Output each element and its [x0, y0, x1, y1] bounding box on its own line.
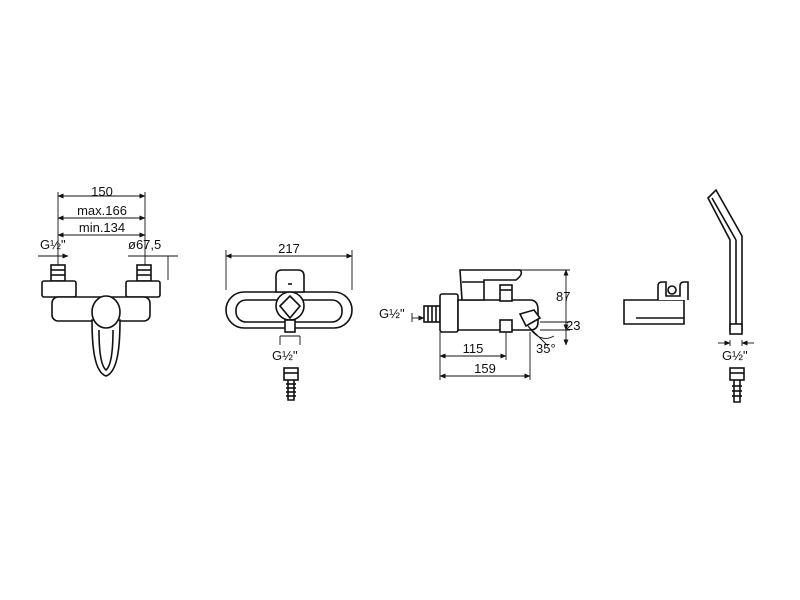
- thread-label-front: G½": [40, 237, 66, 252]
- dim-spout-height-23: 23: [566, 318, 580, 333]
- mixer-top-view: 217 G½": [225, 241, 353, 401]
- thread-label-shower: G½": [722, 348, 748, 363]
- dim-min-centers: min.134: [79, 220, 125, 235]
- dim-max-centers: max.166: [77, 203, 127, 218]
- thread-label-top: G½": [272, 348, 298, 363]
- dim-height-87: 87: [556, 289, 570, 304]
- dim-width-150: 150: [91, 184, 113, 199]
- dim-diameter: ø67,5: [128, 237, 161, 252]
- thread-label-side: G½": [379, 306, 405, 321]
- dim-depth-159: 159: [474, 361, 496, 376]
- dim-spout-angle: 35°: [536, 341, 556, 356]
- dim-width-217: 217: [278, 241, 300, 256]
- hand-shower-view: G½": [707, 188, 754, 403]
- mixer-front-view: 150 max.166 min.134 G½" ø67,5: [38, 184, 178, 377]
- shower-bracket-view: [623, 281, 689, 325]
- dim-depth-115: 115: [463, 341, 484, 356]
- mixer-side-view: G½" 87 23 35°: [379, 269, 580, 380]
